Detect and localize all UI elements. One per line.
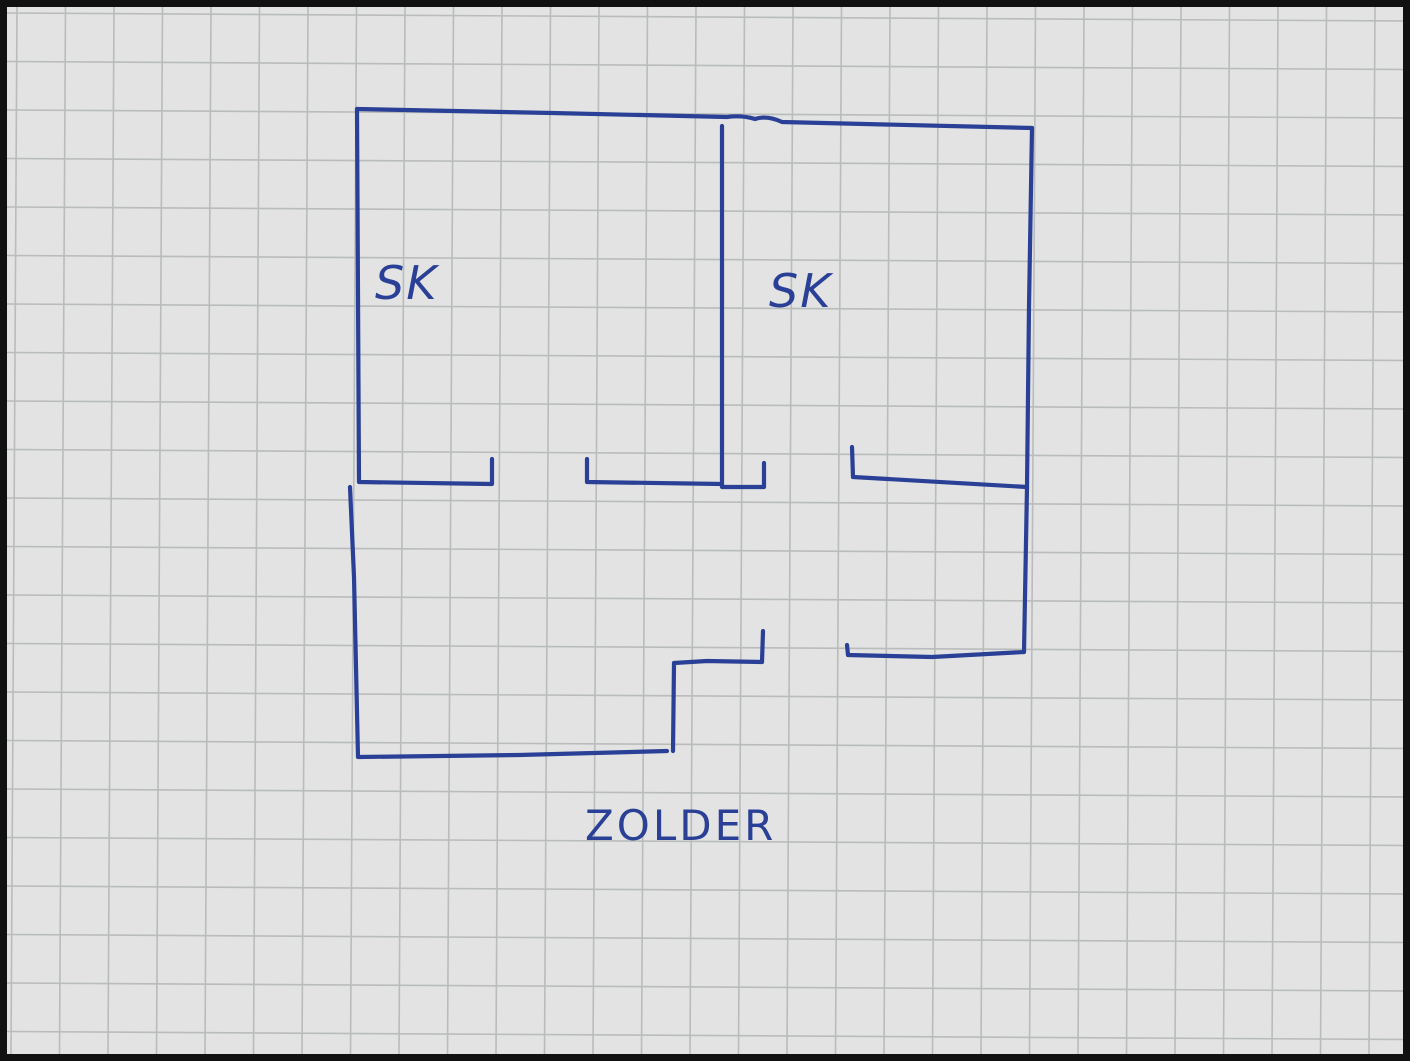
grid-line-vertical	[155, 7, 164, 1054]
grid-line-vertical	[980, 7, 988, 1054]
grid-lines	[7, 7, 1403, 1054]
wall-attic-right-bottom	[844, 642, 1027, 660]
grid-line-vertical	[446, 7, 455, 1054]
grid-line-vertical	[1319, 7, 1328, 1054]
grid-line-vertical	[107, 7, 115, 1054]
grid-line-vertical	[204, 7, 212, 1054]
wall-right-room-bottom	[849, 444, 1030, 490]
grid-line-vertical	[1028, 7, 1037, 1054]
grid-line-horizontal	[7, 157, 1403, 168]
grid-line-vertical	[58, 7, 67, 1054]
grid-line-horizontal	[7, 60, 1403, 71]
grid-line-vertical	[398, 7, 406, 1054]
grid-line-horizontal	[7, 788, 1403, 798]
grid-line-horizontal	[7, 109, 1403, 119]
grid-line-horizontal	[7, 206, 1403, 216]
wall-right-outer	[1021, 125, 1035, 655]
grid-line-horizontal	[7, 933, 1403, 944]
wall-left-room-right-segment	[584, 456, 725, 487]
grid-line-vertical	[543, 7, 552, 1054]
grid-line-horizontal	[7, 12, 1403, 22]
grid-line-vertical	[689, 7, 697, 1054]
grid-line-vertical	[834, 7, 843, 1054]
grid-line-vertical	[1222, 7, 1231, 1054]
room-label-left: SK	[375, 256, 440, 310]
grid-line-vertical	[786, 7, 794, 1054]
wall-middle-divider	[719, 123, 767, 490]
grid-line-horizontal	[7, 448, 1403, 459]
grid-line-horizontal	[7, 497, 1403, 507]
grid-line-horizontal	[7, 400, 1403, 410]
grid-line-vertical	[1125, 7, 1134, 1054]
floor-label: ZOLDER	[585, 801, 776, 850]
grid-line-vertical	[1368, 7, 1376, 1054]
graph-paper-sketch: SK SK ZOLDER	[7, 7, 1403, 1054]
grid-line-vertical	[592, 7, 600, 1054]
grid-line-horizontal	[7, 642, 1403, 653]
grid-line-horizontal	[7, 691, 1403, 701]
grid-line-vertical	[252, 7, 261, 1054]
grid-line-vertical	[10, 7, 18, 1054]
room-label-right: SK	[769, 264, 834, 318]
grid-line-vertical	[301, 7, 309, 1054]
grid-line-vertical	[1174, 7, 1182, 1054]
grid-line-horizontal	[7, 885, 1403, 895]
grid-line-horizontal	[7, 739, 1403, 750]
wall-attic-left	[347, 484, 670, 760]
grid-line-vertical	[1271, 7, 1279, 1054]
floor-plan	[347, 106, 1035, 760]
paper-background	[7, 7, 1403, 1054]
grid-line-horizontal	[7, 836, 1403, 847]
grid-line-vertical	[737, 7, 746, 1054]
grid-line-vertical	[640, 7, 649, 1054]
grid-line-horizontal	[7, 351, 1403, 362]
grid-line-vertical	[931, 7, 940, 1054]
grid-line-horizontal	[7, 254, 1403, 265]
grid-line-horizontal	[7, 1030, 1403, 1041]
grid-line-vertical	[883, 7, 891, 1054]
grid-line-vertical	[495, 7, 503, 1054]
wall-attic-notch	[670, 628, 766, 754]
grid-line-vertical	[1077, 7, 1085, 1054]
wall-left-room-outline	[354, 106, 495, 487]
grid-line-horizontal	[7, 982, 1403, 992]
wall-top-left	[354, 106, 1035, 131]
grid-line-horizontal	[7, 303, 1403, 313]
grid-line-horizontal	[7, 545, 1403, 556]
grid-line-horizontal	[7, 594, 1403, 604]
